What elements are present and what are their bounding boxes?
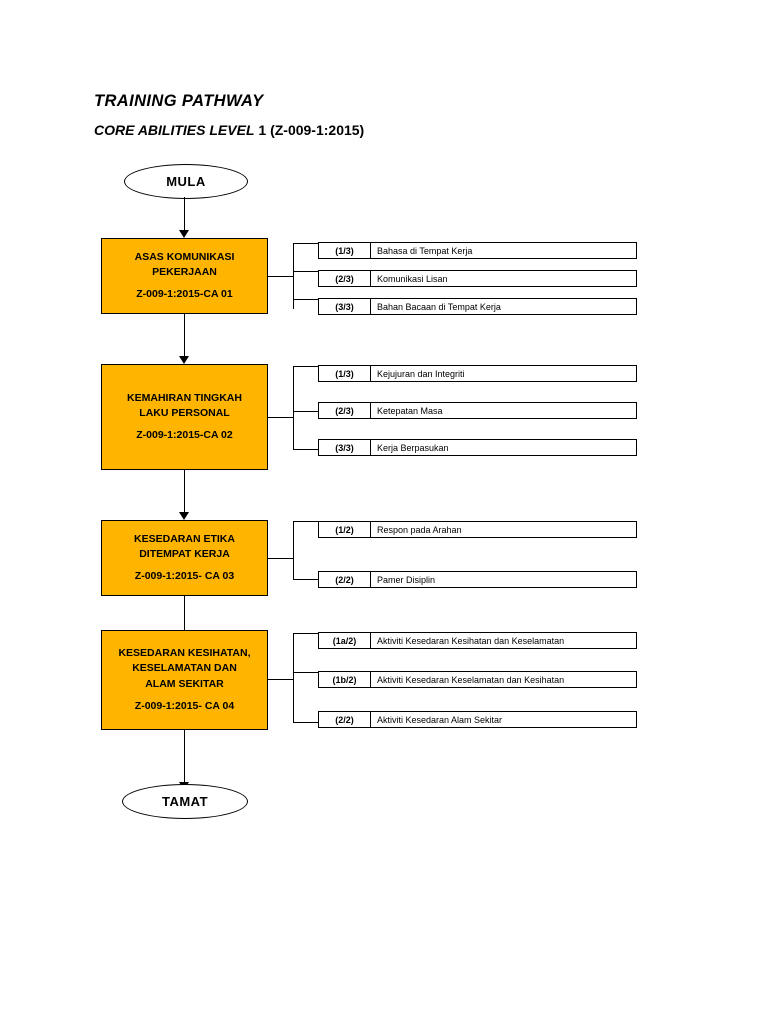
connector-start-to-module-1 — [184, 197, 185, 230]
connector-module-4-stub — [268, 679, 293, 680]
module-4-item-3[interactable]: (2/2) Aktiviti Kesedaran Alam Sekitar — [318, 711, 637, 728]
connector-module-1-item-1 — [293, 243, 318, 244]
module-1-item-2[interactable]: (2/3) Komunikasi Lisan — [318, 270, 637, 287]
arrowhead-module-1-to-module-2 — [179, 356, 189, 364]
connector-module-4-item-3 — [293, 722, 318, 723]
module-3-item-2-text: Pamer Disiplin — [377, 574, 436, 585]
connector-module-2-item-3 — [293, 449, 318, 450]
module-3-name-line-1: KESEDARAN ETIKA — [134, 532, 235, 545]
page-subtitle: CORE ABILITIES LEVEL 1 (Z-009-1:2015) — [94, 122, 364, 138]
connector-module-4-to-end — [184, 730, 185, 782]
module-3-item-2[interactable]: (2/2) Pamer Disiplin — [318, 571, 637, 588]
module-3-code: Z-009-1:2015- CA 03 — [134, 570, 235, 583]
module-2-item-1[interactable]: (1/3) Kejujuran dan Integriti — [318, 365, 637, 382]
connector-module-2-bus — [293, 366, 294, 450]
connector-module-3-item-1 — [293, 521, 318, 522]
connector-module-1-bus — [293, 243, 294, 309]
connector-module-4-bus — [293, 633, 294, 722]
module-4-item-1-text: Aktiviti Kesedaran Kesihatan dan Keselam… — [377, 635, 565, 646]
module-box-2[interactable]: KEMAHIRAN TINGKAH LAKU PERSONAL Z-009-1:… — [101, 364, 268, 470]
module-1-code: Z-009-1:2015-CA 01 — [136, 288, 233, 301]
connector-module-4-item-2 — [293, 672, 318, 673]
start-terminator: MULA — [124, 164, 248, 199]
module-1-item-3[interactable]: (3/3) Bahan Bacaan di Tempat Kerja — [318, 298, 637, 315]
connector-module-2-to-module-3 — [184, 470, 185, 512]
module-box-3[interactable]: KESEDARAN ETIKA DITEMPAT KERJA Z-009-1:2… — [101, 520, 268, 596]
module-4-name-line-2: KESELAMATAN DAN — [132, 662, 237, 675]
arrowhead-module-2-to-module-3 — [179, 512, 189, 520]
module-3-item-1-number: (1/2) — [319, 522, 371, 537]
module-box-4[interactable]: KESEDARAN KESIHATAN, KESELAMATAN DAN ALA… — [101, 630, 268, 730]
module-1-name-line-2: PEKERJAAN — [152, 265, 217, 278]
connector-module-2-stub — [268, 417, 293, 418]
module-1-name-line-1: ASAS KOMUNIKASI — [134, 250, 235, 263]
subtitle-italic-part: CORE ABILITIES LEVEL — [94, 122, 255, 138]
connector-module-4-item-1 — [293, 633, 318, 634]
module-2-item-2-text: Ketepatan Masa — [377, 405, 443, 416]
end-terminator: TAMAT — [122, 784, 248, 819]
module-1-item-3-text: Bahan Bacaan di Tempat Kerja — [377, 301, 501, 312]
connector-module-3-item-2 — [293, 579, 318, 580]
module-3-item-1[interactable]: (1/2) Respon pada Arahan — [318, 521, 637, 538]
module-3-item-1-text: Respon pada Arahan — [377, 524, 462, 535]
module-1-item-3-number: (3/3) — [319, 299, 371, 314]
module-2-name-line-1: KEMAHIRAN TINGKAH — [127, 391, 242, 404]
connector-module-1-stub — [268, 276, 293, 277]
module-2-item-2-number: (2/3) — [319, 403, 371, 418]
module-4-name-line-3: ALAM SEKITAR — [145, 677, 224, 690]
module-box-1[interactable]: ASAS KOMUNIKASI PEKERJAAN Z-009-1:2015-C… — [101, 238, 268, 314]
connector-module-3-stub — [268, 558, 293, 559]
connector-module-1-item-3 — [293, 299, 318, 300]
module-1-item-1-number: (1/3) — [319, 243, 371, 258]
module-4-item-2-number: (1b/2) — [319, 672, 371, 687]
connector-module-3-bus — [293, 521, 294, 579]
connector-module-3-to-module-4 — [184, 596, 185, 630]
connector-module-2-item-1 — [293, 366, 318, 367]
module-2-item-1-number: (1/3) — [319, 366, 371, 381]
module-3-name-line-2: DITEMPAT KERJA — [139, 547, 230, 560]
module-2-item-3-number: (3/3) — [319, 440, 371, 455]
module-1-item-1[interactable]: (1/3) Bahasa di Tempat Kerja — [318, 242, 637, 259]
module-4-item-1[interactable]: (1a/2) Aktiviti Kesedaran Kesihatan dan … — [318, 632, 637, 649]
connector-module-1-item-2 — [293, 271, 318, 272]
module-4-item-3-text: Aktiviti Kesedaran Alam Sekitar — [377, 714, 503, 725]
module-1-item-1-text: Bahasa di Tempat Kerja — [377, 245, 473, 256]
page-title: TRAINING PATHWAY — [94, 92, 264, 110]
module-2-item-3[interactable]: (3/3) Kerja Berpasukan — [318, 439, 637, 456]
module-1-item-2-number: (2/3) — [319, 271, 371, 286]
connector-module-2-item-2 — [293, 411, 318, 412]
module-2-name-line-2: LAKU PERSONAL — [139, 406, 230, 419]
module-4-item-2[interactable]: (1b/2) Aktiviti Kesedaran Keselamatan da… — [318, 671, 637, 688]
module-4-name-line-1: KESEDARAN KESIHATAN, — [118, 647, 251, 660]
connector-module-1-to-module-2 — [184, 314, 185, 356]
module-4-item-2-text: Aktiviti Kesedaran Keselamatan dan Kesih… — [377, 674, 565, 685]
module-2-item-2[interactable]: (2/3) Ketepatan Masa — [318, 402, 637, 419]
module-2-item-1-text: Kejujuran dan Integriti — [377, 368, 465, 379]
module-2-code: Z-009-1:2015-CA 02 — [136, 429, 233, 442]
arrowhead-start-to-module-1 — [179, 230, 189, 238]
module-4-code: Z-009-1:2015- CA 04 — [134, 699, 235, 712]
subtitle-rest-part: 1 (Z-009-1:2015) — [254, 122, 365, 138]
module-4-item-3-number: (2/2) — [319, 712, 371, 727]
module-1-item-2-text: Komunikasi Lisan — [377, 273, 448, 284]
module-4-item-1-number: (1a/2) — [319, 633, 371, 648]
module-2-item-3-text: Kerja Berpasukan — [377, 442, 449, 453]
module-3-item-2-number: (2/2) — [319, 572, 371, 587]
